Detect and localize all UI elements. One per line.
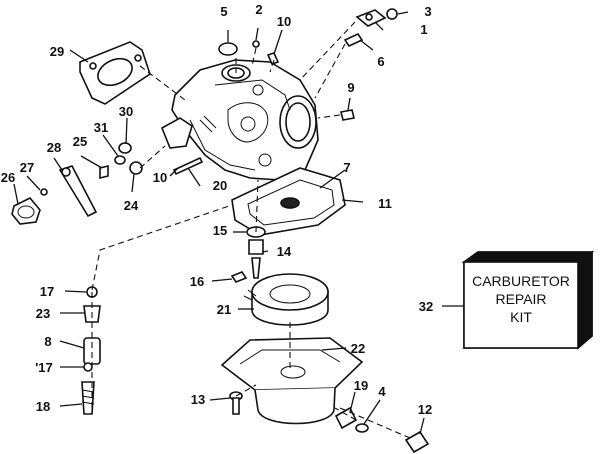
carburetor-body-part: [160, 59, 319, 181]
callout-7: 7: [343, 160, 350, 175]
throttle-pin-part: [172, 156, 204, 176]
callout-17: 17: [40, 284, 54, 299]
callout-16: 16: [190, 274, 204, 289]
kit-label-line2: REPAIR: [495, 291, 546, 307]
assembly-lines: [91, 21, 411, 439]
mixture-screw-parts: [81, 286, 101, 415]
callout-5: 5: [220, 4, 227, 19]
callout-28: 28: [47, 140, 61, 155]
callout-2: 2: [255, 2, 262, 17]
callout-30: 30: [119, 104, 133, 119]
callout-25: 25: [73, 134, 87, 149]
callout-22: 22: [351, 341, 365, 356]
callout-13: 13: [191, 392, 205, 407]
callout-19: 19: [354, 378, 368, 393]
callout-32: 32: [419, 299, 433, 314]
callout-26: 26: [1, 170, 15, 185]
leader-lines: [13, 11, 464, 435]
callout-6: 6: [377, 54, 384, 69]
bowl-gasket-part: [231, 167, 346, 236]
callout-18: 18: [36, 399, 50, 414]
flange-gasket-part: [79, 41, 151, 105]
callout-9: 9: [347, 80, 354, 95]
drain-parts: [334, 406, 430, 454]
float-bowl-part: [220, 337, 364, 425]
bowl-screw-part: [229, 391, 243, 415]
callout-15: 15: [213, 223, 227, 238]
bracket-part: [355, 8, 398, 27]
callout-12: 12: [418, 402, 432, 417]
callout-27: 27: [20, 160, 34, 175]
callout-8: 8: [44, 334, 51, 349]
needle-valve-parts: [230, 226, 266, 283]
kit-label-line3: KIT: [510, 309, 532, 325]
callout-4: 4: [378, 384, 386, 399]
callout-24: 24: [124, 198, 139, 213]
callout-numbers: 5 2 10 3 1 6 29 9 30 31 25 28 27 26 10 2…: [1, 2, 433, 417]
float-part: [243, 273, 329, 326]
carburetor-repair-kit-box: CARBURETOR REPAIR KIT: [461, 250, 595, 350]
callout-1: 1: [420, 22, 427, 37]
callout-10: 10: [277, 14, 291, 29]
callout-3: 3: [424, 4, 431, 19]
callout-31: 31: [94, 120, 108, 135]
throttle-linkage-parts: [11, 142, 143, 225]
callout-11: 11: [378, 196, 392, 211]
callout-29: 29: [50, 44, 64, 59]
callout-20: 20: [213, 178, 227, 193]
callout-14: 14: [277, 244, 292, 259]
small-parts: [218, 32, 364, 121]
kit-label-line1: CARBURETOR: [472, 273, 570, 289]
callout-23: 23: [36, 306, 50, 321]
callout-21: 21: [217, 302, 231, 317]
callout-prime-17: '17: [35, 360, 53, 375]
callout-10b: 10: [153, 170, 167, 185]
